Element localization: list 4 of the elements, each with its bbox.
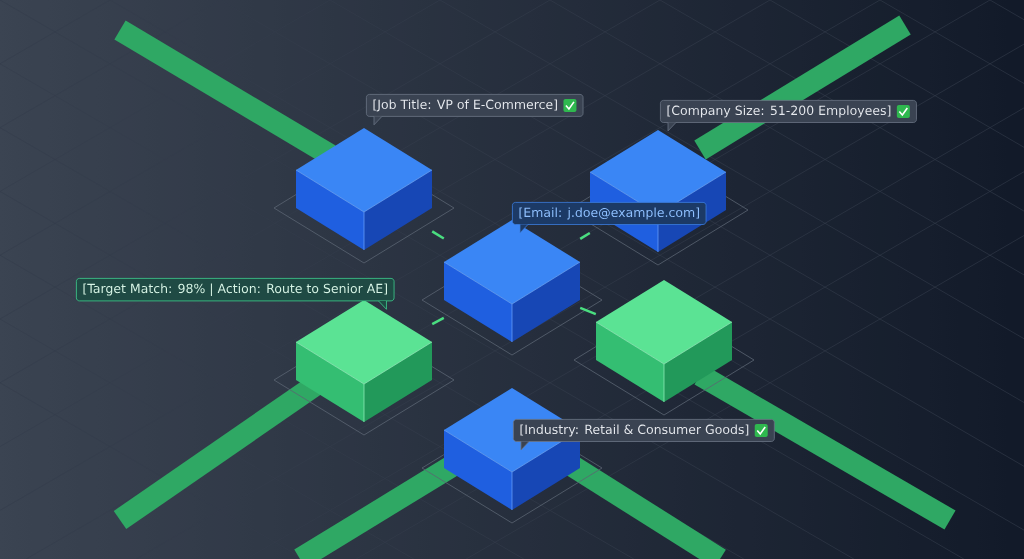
cube-drawing <box>573 280 755 416</box>
callout-tooltip: [Target Match: 98% | Action: Route to Senior AE] <box>76 278 395 310</box>
callout-tooltip: [Company Size: 51-200 Employees] <box>660 100 917 132</box>
callout-tooltip: [Job Title: VP of E-Commerce] <box>366 94 584 126</box>
